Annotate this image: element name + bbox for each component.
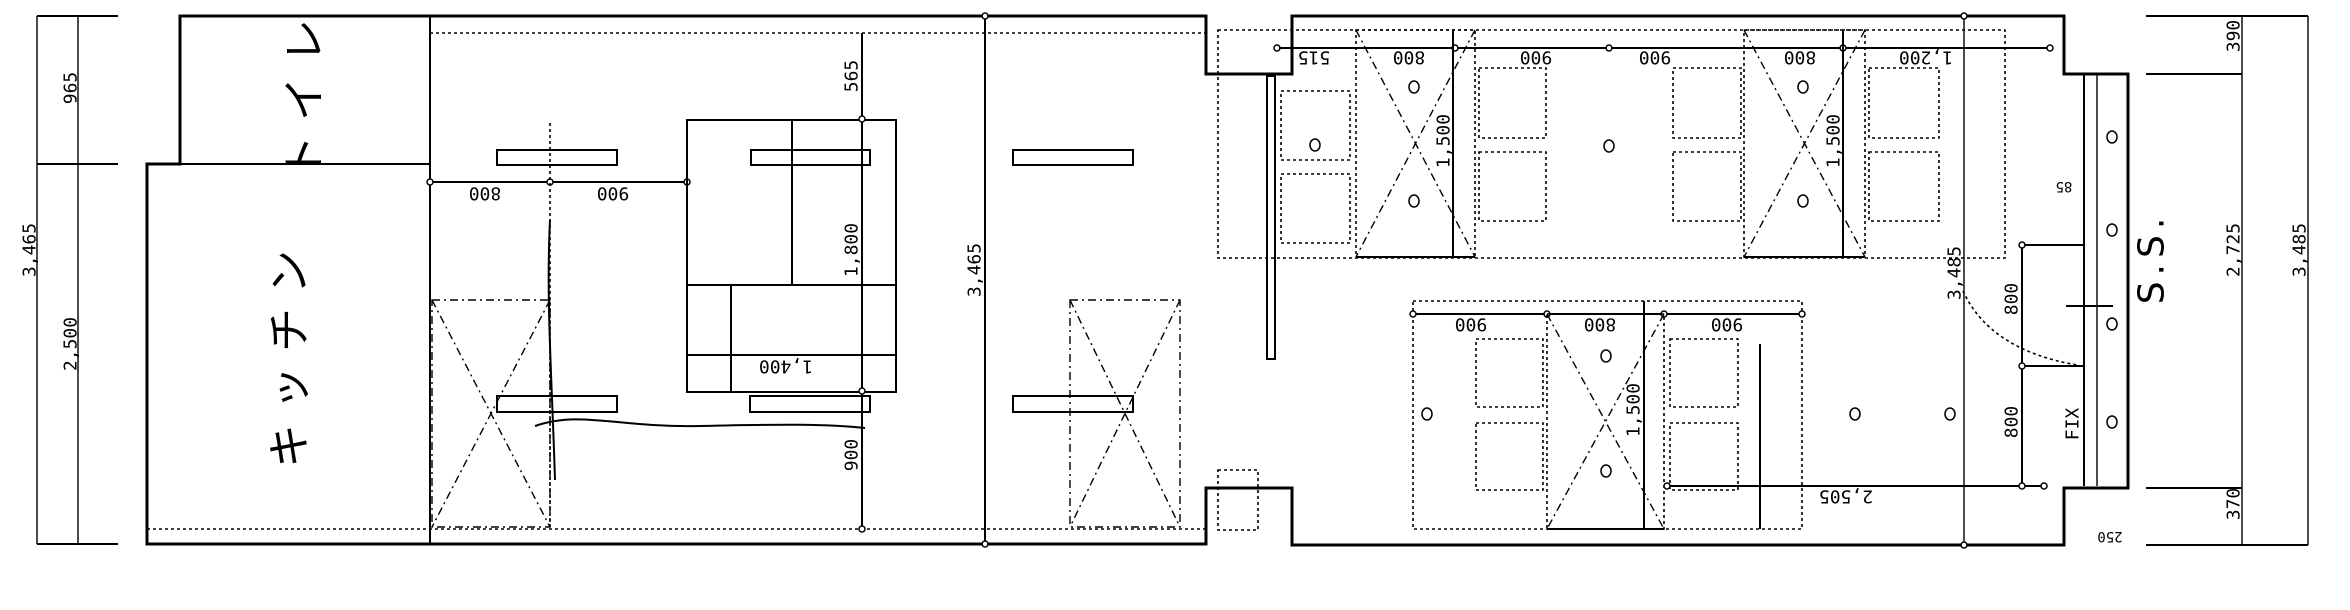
dim-label: 900: [1455, 314, 1488, 335]
room-label-kitchen: キッチン: [265, 236, 316, 468]
dim-label: 1,500: [1624, 383, 1645, 437]
dim-label: 800: [469, 183, 502, 204]
upper-fixture-row: 515 800 900 900 800 1,200 1,500 1,500: [1217, 29, 2054, 360]
room-label-toilet: トイレ: [280, 5, 331, 179]
dim-label: 800: [1584, 314, 1617, 335]
scribble: [534, 418, 866, 429]
dim-label: 2,505: [1819, 486, 1873, 507]
dim-label: 900: [842, 439, 863, 472]
dim-label: 3,485: [2290, 223, 2311, 277]
dim-label: 515: [1298, 47, 1331, 68]
outer-wall: [145, 14, 2130, 547]
dim-label: 800: [1393, 47, 1426, 68]
dim-label: 370: [2224, 488, 2245, 521]
dim-label: 2,500: [61, 317, 82, 371]
dim-label: 2,725: [2224, 223, 2245, 277]
dim-label: 3,485: [1945, 246, 1966, 300]
dim-label: 565: [842, 60, 863, 93]
dim-label: 900: [1639, 47, 1672, 68]
left-dimension-chain: 965 3,465 2,500: [20, 15, 118, 545]
fix-label: FIX: [2063, 408, 2084, 441]
dim-label: 1,200: [1899, 47, 1953, 68]
dim-label: 1,400: [759, 356, 813, 377]
dim-label: 390: [2224, 20, 2245, 53]
dim-label: 3,465: [965, 243, 986, 297]
room-label-ss: S.S.: [2132, 212, 2173, 305]
dim-label: 900: [1520, 47, 1553, 68]
dim-label: 800: [2002, 406, 2023, 439]
right-dimension-chain: 390 2,725 370 3,485: [2146, 15, 2311, 546]
door-swing: [1962, 290, 2078, 366]
dim-label: 85: [2056, 178, 2073, 194]
scribble: [547, 219, 556, 481]
dim-label: 900: [597, 183, 630, 204]
dim-label: 3,465: [20, 223, 41, 277]
lower-fixture-row: 900 800 900 1,500 2,505: [1217, 300, 2048, 531]
dim-label: 1,500: [1434, 114, 1455, 168]
dim-label: 800: [2002, 283, 2023, 316]
entrance-area: 3,485 800 800 FIX 85 S.S. 250: [1945, 12, 2173, 549]
dim-label: 1,800: [842, 223, 863, 277]
left-room: 800 900 1,400 565 1,800 900 3,465: [426, 12, 1181, 548]
dim-label: 965: [61, 72, 82, 105]
dim-label: 1,500: [1824, 114, 1845, 168]
dim-label: 250: [2097, 528, 2122, 544]
dim-label: 800: [1784, 47, 1817, 68]
pole: [1266, 75, 1276, 360]
dim-label: 900: [1711, 314, 1744, 335]
